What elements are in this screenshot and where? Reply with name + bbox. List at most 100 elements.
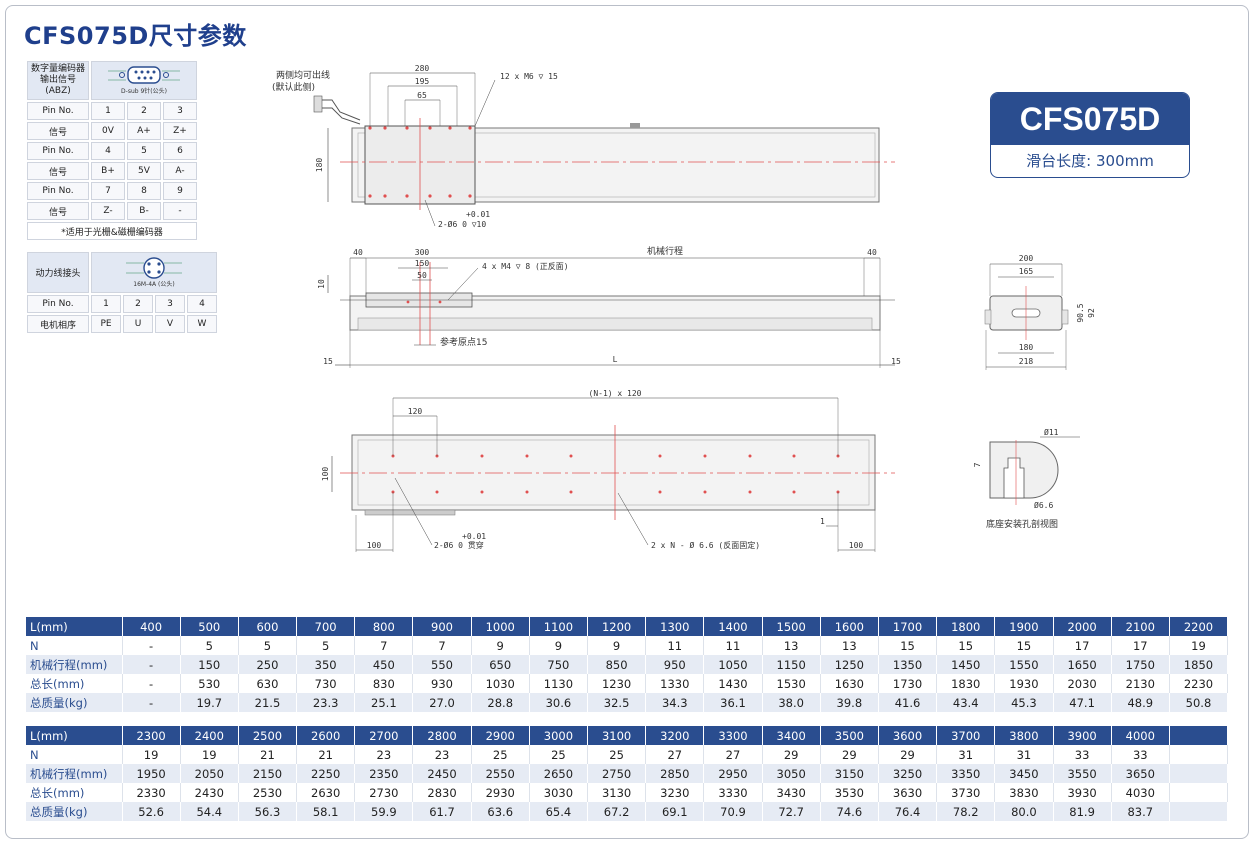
- spec-cell: 1930: [994, 674, 1054, 693]
- spec-cell: 23: [412, 745, 472, 764]
- spec-cell: 630: [238, 674, 298, 693]
- spec-cell: 3430: [762, 783, 821, 802]
- spec-cell: 29: [762, 745, 821, 764]
- spec-cell: 2100: [1111, 617, 1170, 636]
- spec-cell: 76.4: [878, 802, 938, 821]
- spec-cell: 550: [412, 655, 472, 674]
- spec-cell: 56.3: [238, 802, 298, 821]
- spec-cell: 17: [1111, 636, 1170, 655]
- dim-150: 150: [415, 259, 430, 268]
- spec-cell: 2000: [1053, 617, 1112, 636]
- dim-300: 300: [415, 248, 430, 257]
- spec-cell: 2950: [703, 764, 763, 783]
- dim-10: 10: [317, 279, 326, 289]
- spec-cell: 3650: [1111, 764, 1170, 783]
- spec-cell: 1250: [820, 655, 879, 674]
- spec-cell: 31: [994, 745, 1054, 764]
- spec-cell: 21.5: [238, 693, 298, 712]
- spec-cell: 2350: [354, 764, 414, 783]
- spec-cell: 59.9: [354, 802, 414, 821]
- spec-cell: 7: [412, 636, 472, 655]
- spec-cell: 2750: [587, 764, 647, 783]
- spec-cell: 3030: [529, 783, 589, 802]
- spec-cell: 2050: [180, 764, 239, 783]
- spec-cell: 2830: [412, 783, 472, 802]
- spec-cell: 65.4: [529, 802, 589, 821]
- spec-cell: 33: [1053, 745, 1112, 764]
- spec-cell: 54.4: [180, 802, 239, 821]
- spec-cell: 21: [296, 745, 356, 764]
- spec-cell: 3330: [703, 783, 763, 802]
- spec-row-label: 总长(mm): [26, 783, 123, 802]
- dsub-connector-diagram: D-sub 9针(公头): [91, 61, 197, 100]
- spec-cell: 33: [1111, 745, 1170, 764]
- model-badge: CFS075D 滑台长度: 300mm: [990, 92, 1190, 178]
- spec-cell: 1630: [820, 674, 879, 693]
- model-name: CFS075D: [991, 93, 1189, 145]
- spec-cell: 15: [878, 636, 938, 655]
- spec-cell: 750: [529, 655, 589, 674]
- dsub-caption: D-sub 9针(公头): [121, 87, 167, 95]
- spec-cell: 43.4: [936, 693, 996, 712]
- spec-cell: 29: [878, 745, 938, 764]
- spec-cell: [1169, 726, 1229, 745]
- spec-cell: 3800: [994, 726, 1054, 745]
- spec-cell: 1230: [587, 674, 647, 693]
- spec-cell: 32.5: [587, 693, 647, 712]
- spec-row-label: N: [26, 745, 123, 764]
- spec-cell: 58.1: [296, 802, 356, 821]
- technical-drawing: 两侧均可出线 (默认此侧) 280 195 65 12 x M6 ▽ 15 18…: [272, 64, 1096, 552]
- section-caption: 底座安装孔剖视图: [986, 518, 1058, 530]
- encoder-row: 信号 Z- B- -: [27, 202, 197, 220]
- spec-cell: 47.1: [1053, 693, 1112, 712]
- spec-cell: 67.2: [587, 802, 647, 821]
- dim-50: 50: [417, 271, 427, 280]
- spec-cell: 15: [994, 636, 1054, 655]
- encoder-label: 数字量编码器输出信号(ABZ): [27, 61, 89, 100]
- spec-cell: 1530: [762, 674, 821, 693]
- dim-40a: 40: [353, 248, 363, 257]
- spec-cell: 23.3: [296, 693, 356, 712]
- dim-end-180: 180: [1019, 343, 1034, 352]
- spec-cell: 650: [471, 655, 530, 674]
- spec-cell: 1150: [762, 655, 821, 674]
- encoder-row: Pin No. 1 2 3: [27, 102, 197, 120]
- spec-cell: 29: [820, 745, 879, 764]
- ref-origin-label: 参考原点15: [440, 336, 487, 348]
- motor-label: 动力线接头: [27, 252, 89, 293]
- dim-200: 200: [1019, 254, 1034, 263]
- spec-cell: 3050: [762, 764, 821, 783]
- spec-cell: 3230: [645, 783, 705, 802]
- spec-cell: 1730: [878, 674, 938, 693]
- spec-cell: 2650: [529, 764, 589, 783]
- spec-cell: 2150: [238, 764, 298, 783]
- spec-cell: 2850: [645, 764, 705, 783]
- spec-cell: 3930: [1053, 783, 1112, 802]
- spec-cell: 3350: [936, 764, 996, 783]
- encoder-row: 信号 B+ 5V A-: [27, 162, 197, 180]
- spec-cell: -: [122, 674, 181, 693]
- spec-cell: 1700: [878, 617, 938, 636]
- spec-cell: -: [122, 655, 181, 674]
- dim-1: 1: [820, 517, 825, 526]
- spec-cell: 2430: [180, 783, 239, 802]
- spec-cell: 3550: [1053, 764, 1112, 783]
- spec-row-label: N: [26, 636, 123, 655]
- spec-cell: 400: [122, 617, 181, 636]
- spec-cell: 27: [703, 745, 763, 764]
- dim-180: 180: [315, 158, 324, 173]
- spec-cell: 2730: [354, 783, 414, 802]
- spec-cell: 5: [238, 636, 298, 655]
- dim-120: 120: [408, 407, 423, 416]
- mech-stroke-label: 机械行程: [647, 245, 683, 257]
- spec-cell: 2530: [238, 783, 298, 802]
- spec-cell: -: [122, 693, 181, 712]
- spec-cell: 2630: [296, 783, 356, 802]
- spec-cell: 2250: [296, 764, 356, 783]
- pin-spec-top: 2-Ø6 0 ▽10: [438, 219, 486, 229]
